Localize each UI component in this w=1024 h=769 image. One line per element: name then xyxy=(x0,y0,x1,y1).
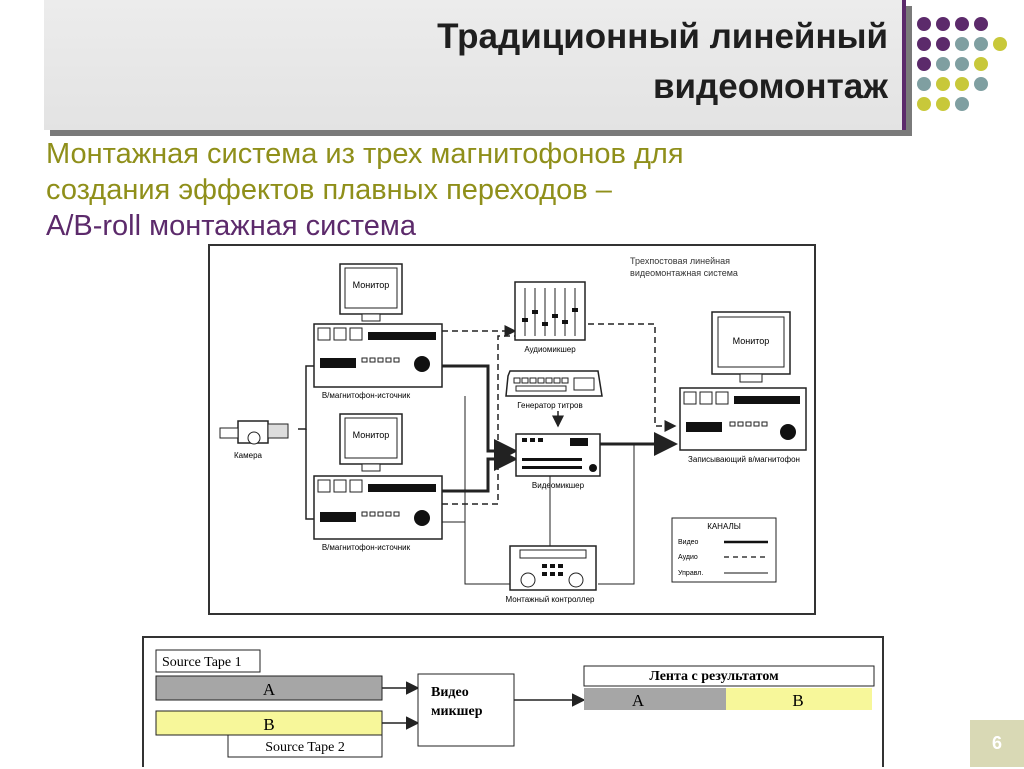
mixer-line-1: Видео xyxy=(431,685,469,700)
recording-vtr: Записывающий в/магнитофон xyxy=(679,387,807,464)
decorative-dot xyxy=(955,97,969,111)
decorative-dots xyxy=(917,17,1007,111)
subtitle-line-2: создания эффектов плавных переходов – xyxy=(46,174,612,206)
decorative-dot xyxy=(936,77,950,91)
title-line-2: видеомонтаж xyxy=(652,67,888,106)
monitor-1: Монитор xyxy=(339,263,403,322)
monitor-2-label: Монитор xyxy=(353,430,390,440)
title-line-1: Традиционный линейный xyxy=(437,17,888,56)
tape-b-label: B xyxy=(263,715,274,734)
system-diagram-svg: Монитор В/магнитофон-источник Монитор В/… xyxy=(219,256,807,604)
diagram-title-line-2: видеомонтажная система xyxy=(630,268,738,278)
source-tape-2-box xyxy=(227,734,383,758)
subtitle-line-3: A/B-roll монтажная система xyxy=(46,210,416,242)
tape-diagram: Source Tape 1 A B Source Tape 2 Видео ми… xyxy=(142,636,884,767)
decorative-dot xyxy=(974,37,988,51)
camera: Камера xyxy=(219,420,289,460)
title-generator-label: Генератор титров xyxy=(517,401,582,410)
decorative-dot xyxy=(936,17,950,31)
decorative-dot xyxy=(955,17,969,31)
decorative-dot xyxy=(974,57,988,71)
result-a-label: A xyxy=(632,691,645,710)
system-diagram: Монитор В/магнитофон-источник Монитор В/… xyxy=(208,244,816,615)
decorative-dot xyxy=(974,17,988,31)
source-tape-1-box xyxy=(155,649,261,673)
mixer-line-2: микшер xyxy=(431,704,483,719)
legend-title: КАНАЛЫ xyxy=(707,522,741,531)
vtr1-video-wire xyxy=(442,364,518,463)
source-vtr-2: В/магнитофон-источник xyxy=(313,475,443,552)
source-vtr-1-label: В/магнитофон-источник xyxy=(322,391,411,400)
result-tape-box xyxy=(583,665,875,687)
audio-mixer: Аудиомикшер xyxy=(514,281,586,354)
decorative-dot xyxy=(917,17,931,31)
result-b-label: B xyxy=(792,691,803,710)
vtr2-video-wire xyxy=(442,447,518,493)
source-vtr-2-label: В/магнитофон-источник xyxy=(322,543,411,552)
recording-vtr-label: Записывающий в/магнитофон xyxy=(688,455,800,464)
result-a-bar xyxy=(584,688,726,710)
monitor-3-label: Монитор xyxy=(733,336,770,346)
camera-to-vtr1-wire xyxy=(298,365,314,430)
monitor-1-label: Монитор xyxy=(353,280,390,290)
page-number: 6 xyxy=(970,720,1024,767)
result-tape-label: Лента с результатом xyxy=(649,669,779,684)
title-bar: Традиционный линейный видеомонтаж xyxy=(44,0,906,130)
video-mixer: Видеомикшер xyxy=(515,433,601,490)
edit-controller: Монтажный контроллер xyxy=(506,545,597,604)
legend-video: Видео xyxy=(678,539,699,546)
decorative-dot xyxy=(955,57,969,71)
tape-a-bar xyxy=(155,675,383,701)
tape-diagram-svg: Source Tape 1 A B Source Tape 2 Видео ми… xyxy=(155,649,875,758)
legend-control: Управл. xyxy=(678,570,703,577)
decorative-dot xyxy=(936,97,950,111)
decorative-dot xyxy=(974,77,988,91)
decorative-dot xyxy=(993,37,1007,51)
camera-to-vtr2-wire xyxy=(305,429,314,520)
source-tape-2-label: Source Tape 2 xyxy=(265,740,345,755)
camera-label: Камера xyxy=(234,451,263,460)
legend-audio: Аудио xyxy=(678,554,698,561)
decorative-dot xyxy=(917,57,931,71)
result-b-bar xyxy=(726,688,872,710)
slide-title: Традиционный линейный видеомонтаж xyxy=(437,12,888,112)
decorative-dot xyxy=(917,77,931,91)
decorative-dot xyxy=(936,37,950,51)
source-vtr-1: В/магнитофон-источник xyxy=(313,323,443,400)
monitor-2: Монитор xyxy=(339,413,403,472)
tape-a-label: A xyxy=(263,680,276,699)
title-generator: Генератор титров xyxy=(505,370,603,410)
decorative-dot xyxy=(917,97,931,111)
subtitle-line-1: Монтажная система из трех магнитофонов д… xyxy=(46,138,684,170)
slide-subtitle: Монтажная система из трех магнитофонов д… xyxy=(46,136,684,244)
diagram-title-line-1: Трехпостовая линейная xyxy=(630,256,730,266)
video-mixer-box xyxy=(417,673,515,747)
source-tape-1-label: Source Tape 1 xyxy=(162,655,242,670)
audio-mixer-label: Аудиомикшер xyxy=(524,345,576,354)
monitor-3: Монитор xyxy=(711,311,791,383)
decorative-dot xyxy=(936,57,950,71)
decorative-dot xyxy=(955,37,969,51)
decorative-dot xyxy=(917,37,931,51)
edit-controller-label: Монтажный контроллер xyxy=(506,595,595,604)
decorative-dot xyxy=(955,77,969,91)
channels-legend: КАНАЛЫ Видео Аудио Управл. xyxy=(671,517,777,583)
video-mixer-label: Видеомикшер xyxy=(532,481,585,490)
